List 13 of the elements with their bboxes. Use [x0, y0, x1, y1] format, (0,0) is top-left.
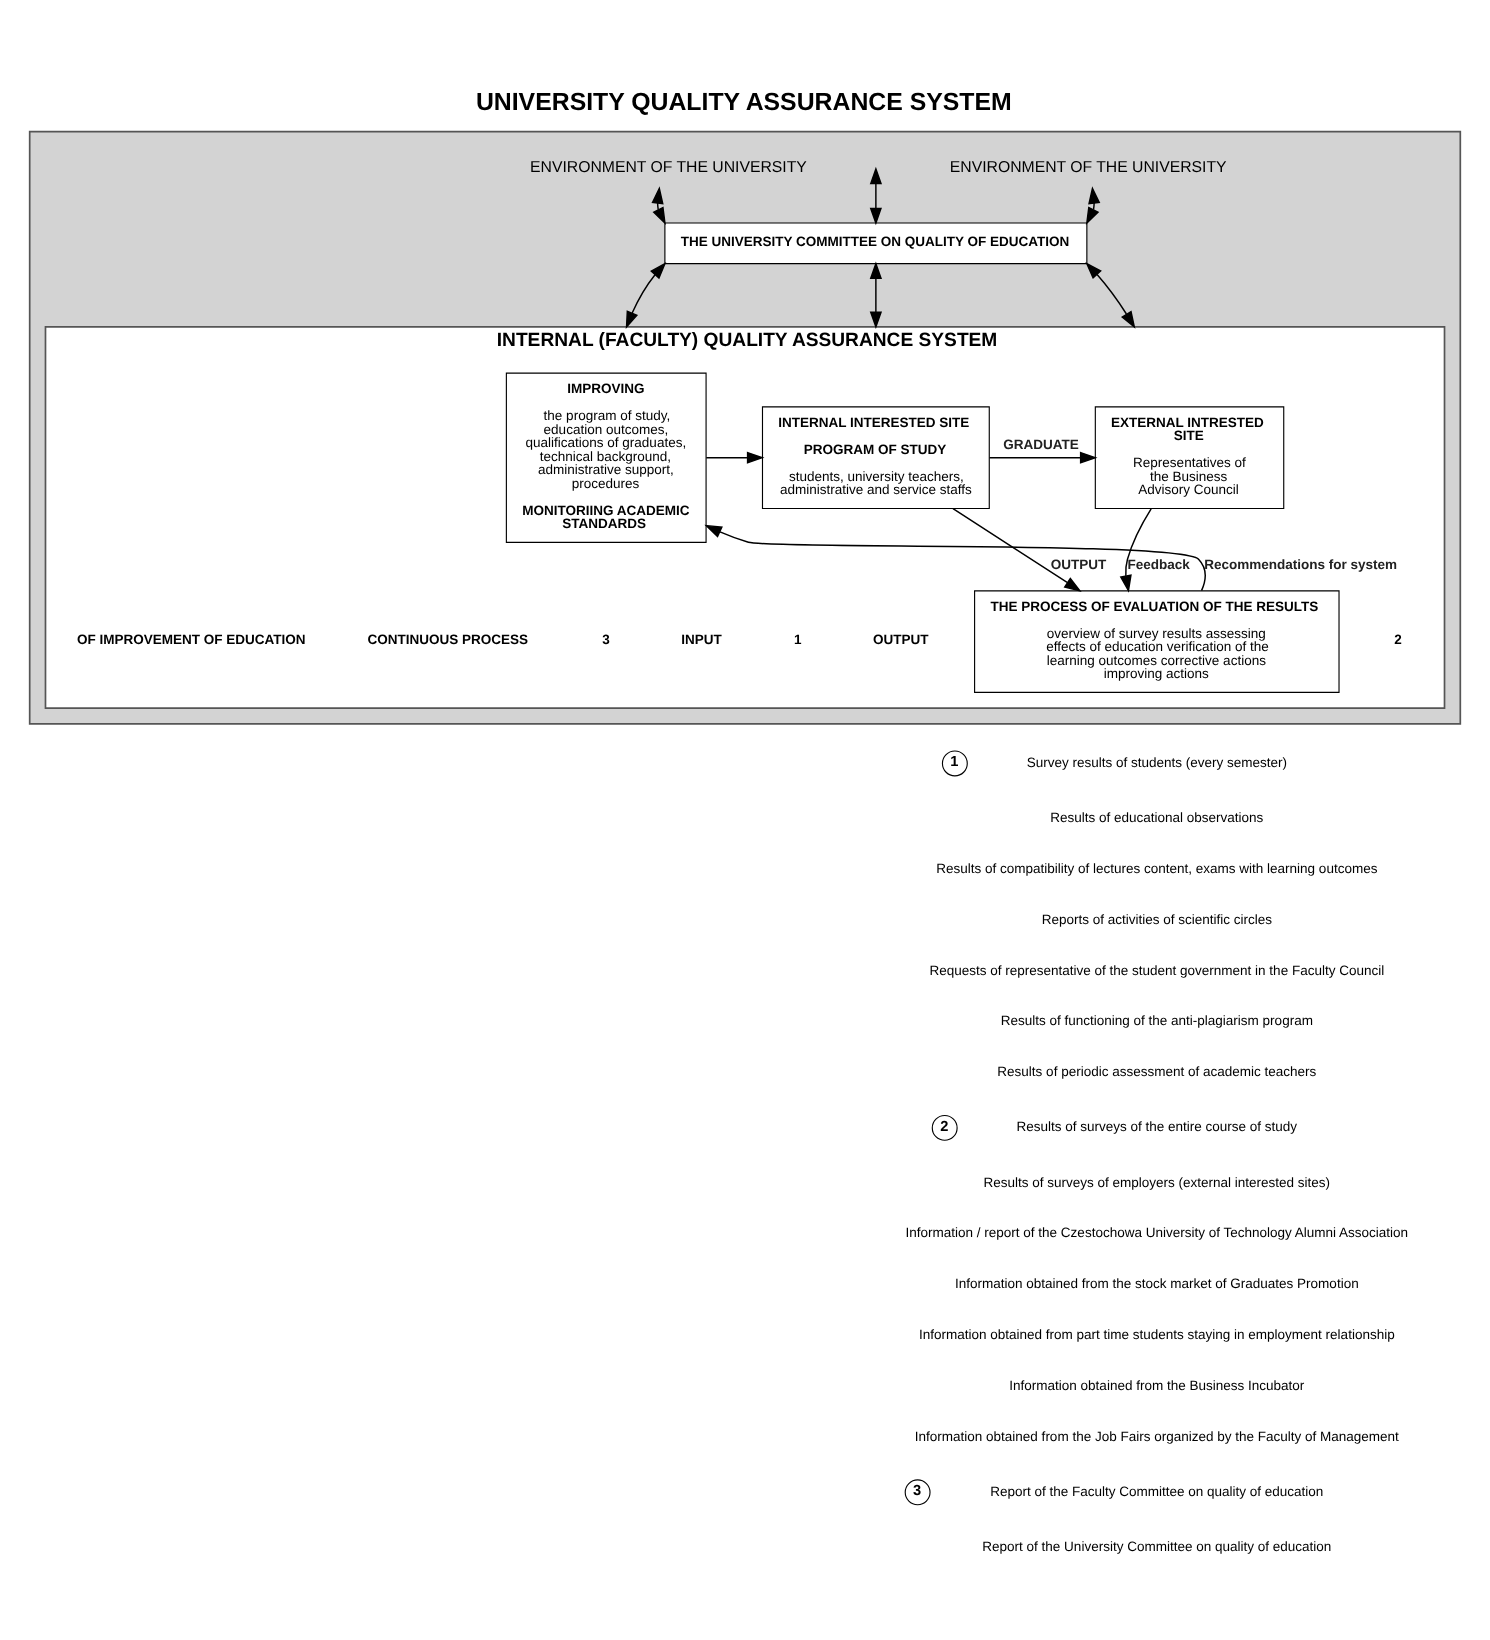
arrow	[625, 261, 667, 328]
arrow	[651, 185, 666, 225]
arrow	[705, 450, 765, 463]
arrow	[1119, 507, 1152, 592]
arrow	[869, 165, 883, 225]
arrow	[1085, 261, 1136, 328]
arrow	[952, 506, 1082, 591]
arrow	[988, 450, 1098, 463]
diagram-title: UNIVERSITY QUALITY ASSURANCE SYSTEM	[475, 86, 1012, 115]
arrow	[704, 523, 1206, 591]
arrow	[1085, 185, 1101, 225]
arrow	[869, 260, 883, 329]
cluster	[28, 129, 1462, 724]
